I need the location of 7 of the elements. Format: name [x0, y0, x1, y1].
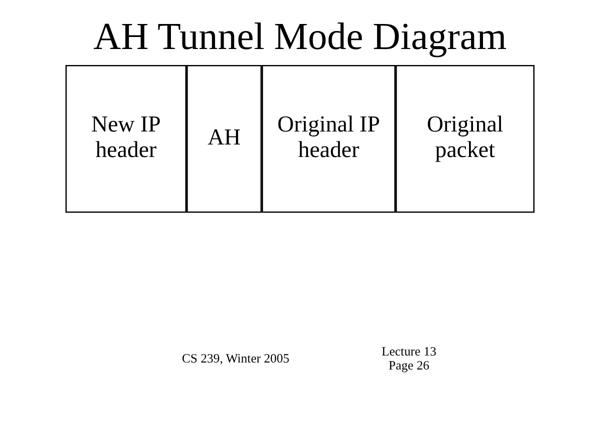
label: CS 239, Winter 2005	[182, 352, 290, 366]
node-box: Original packet	[396, 64, 535, 213]
node-box: New IP header	[65, 64, 187, 213]
node-box: AH	[186, 64, 262, 213]
label: Lecture 13 Page 26	[382, 344, 436, 373]
diagram-title: AH Tunnel Mode Diagram	[93, 16, 507, 58]
node-box: Original IP header	[262, 64, 396, 213]
